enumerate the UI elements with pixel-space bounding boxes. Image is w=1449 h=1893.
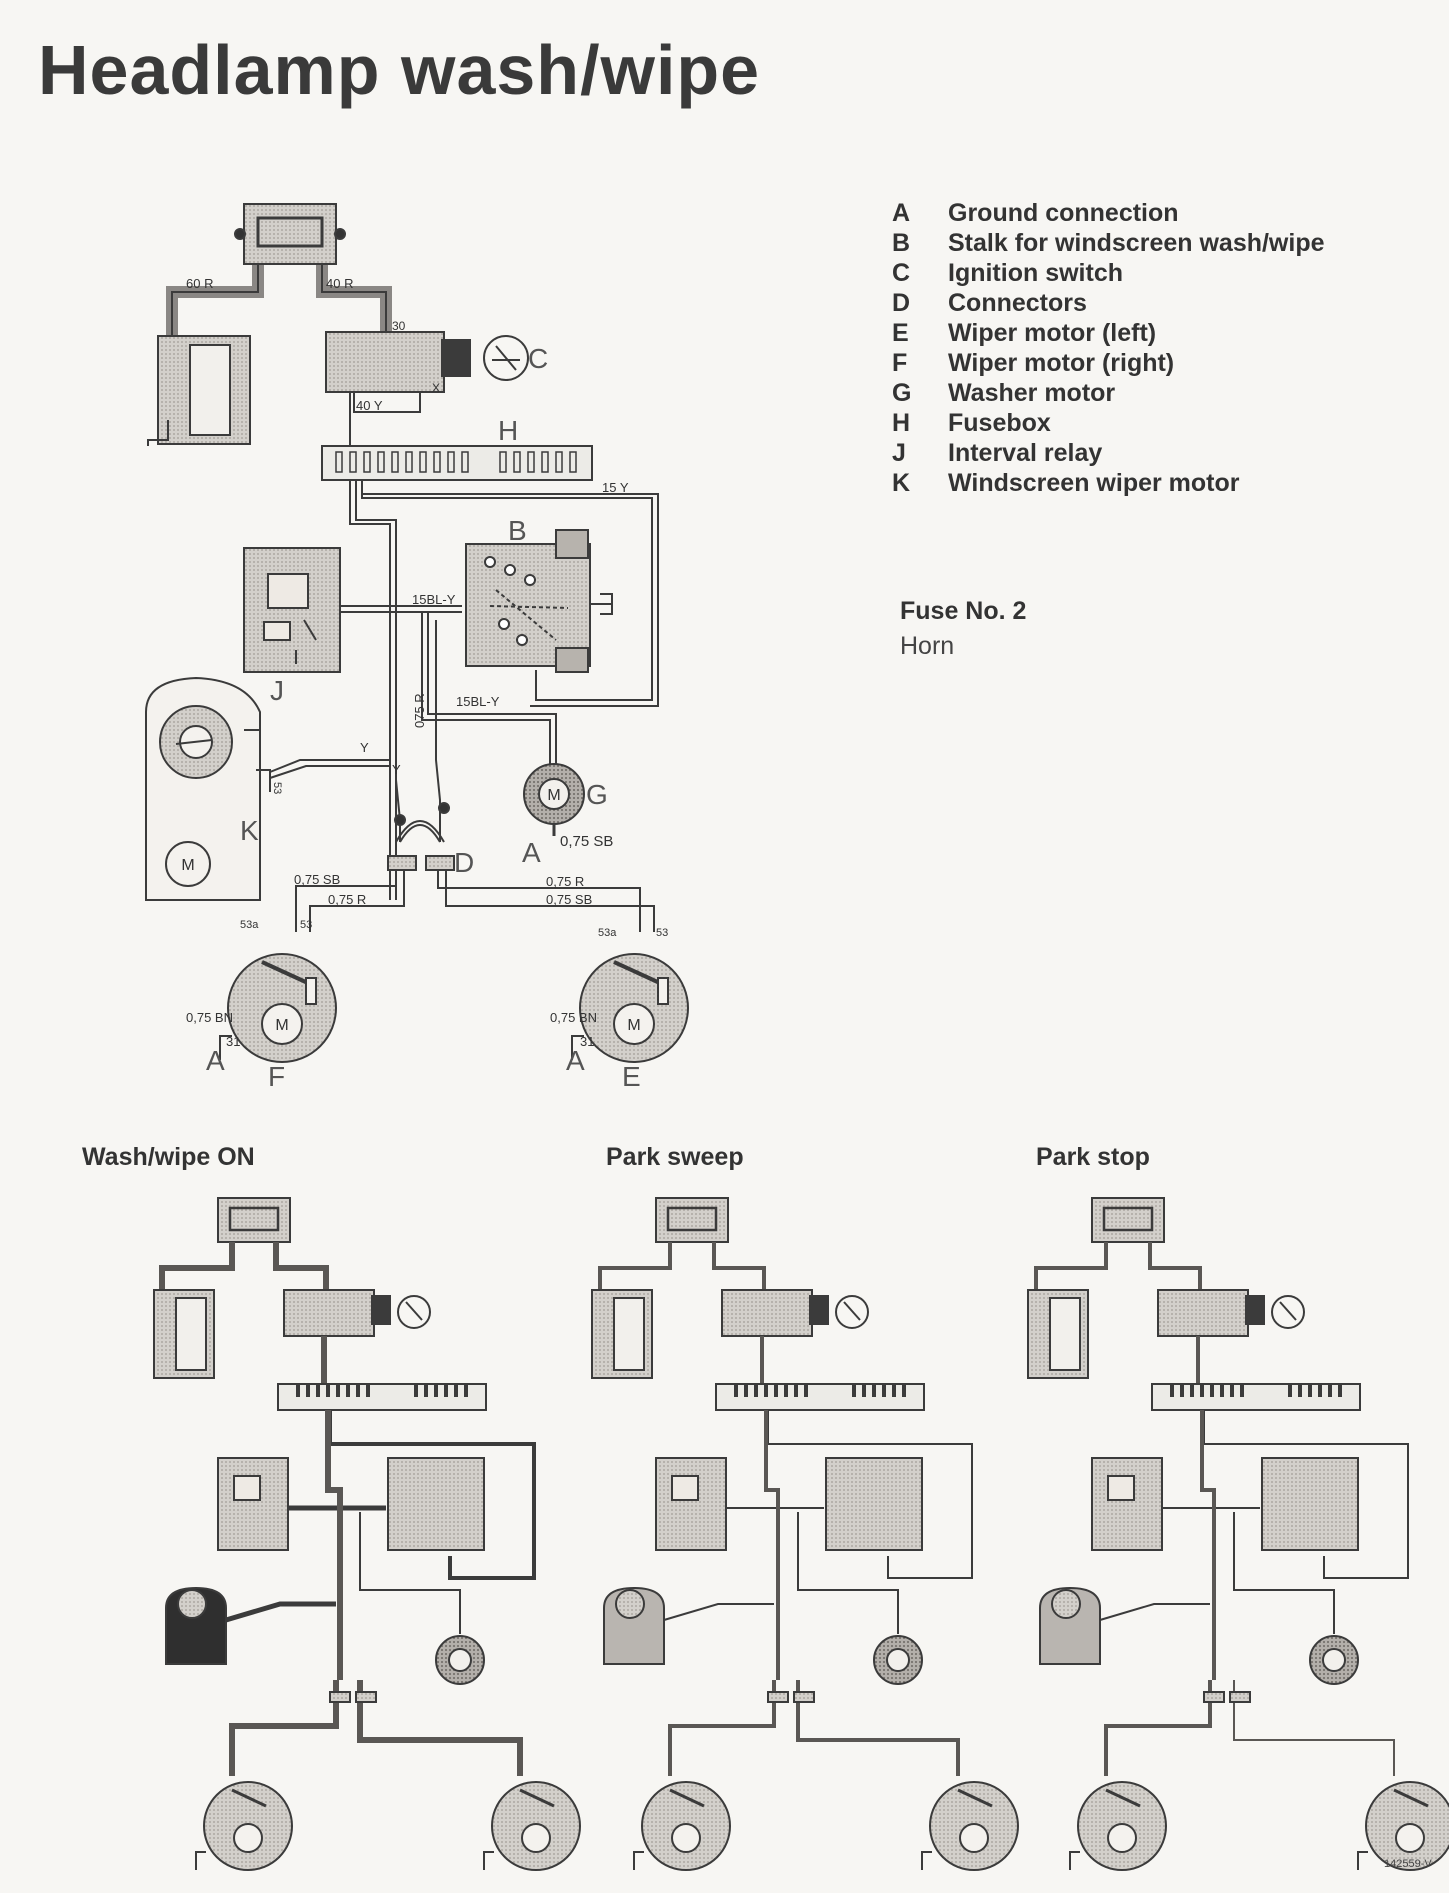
ignition-switch: [325, 331, 445, 393]
legend-label: Fusebox: [948, 408, 1051, 437]
legend-label: Stalk for windscreen wash/wipe: [948, 228, 1325, 257]
terminal-31-f: 31: [226, 1034, 240, 1049]
legend-item-b: B Stalk for windscreen wash/wipe: [892, 228, 1325, 258]
wire-40y-label: 40 Y: [356, 398, 383, 413]
label-J: J: [270, 675, 284, 706]
windscreen-wiper-motor: [145, 676, 271, 901]
wire-15y-label: 15 Y: [602, 480, 629, 495]
fuse-number: Fuse No. 2: [900, 597, 1027, 625]
fusebox: [321, 445, 593, 481]
terminal-53-k: 53: [271, 782, 283, 794]
motor-label-g: M: [547, 787, 560, 804]
wire-075bn-e-label: 0,75 BN: [550, 1010, 597, 1025]
legend-item-h: H Fusebox: [892, 408, 1325, 438]
motor-label-e: M: [627, 1017, 640, 1034]
terminal-30: 30: [392, 319, 406, 333]
terminal-53-f: 53: [300, 919, 312, 931]
legend-item-g: G Washer motor: [892, 378, 1325, 408]
terminal-x: X: [432, 381, 440, 395]
terminal-53-e: 53: [656, 927, 668, 939]
wire-60r-label: 60 R: [186, 276, 213, 291]
legend-key: H: [892, 408, 911, 437]
legend-label: Wiper motor (left): [948, 318, 1157, 347]
legend-key: G: [892, 378, 912, 407]
fuse-note: Fuse No. 2 Horn: [900, 597, 1026, 661]
figure-ref: 142559-V: [1384, 1858, 1432, 1870]
legend-label: Ground connection: [948, 198, 1179, 227]
main-labels: 60 R 40 R 40 Y 15 Y 15BL-Y 15BL-Y 075 R …: [181, 276, 668, 1092]
label-E: E: [622, 1061, 641, 1092]
legend-item-f: F Wiper motor (right): [892, 348, 1325, 378]
state-diagram-park-stop: [1027, 1197, 1449, 1871]
terminal-53a-e: 53a: [598, 927, 617, 939]
legend-key: C: [892, 258, 911, 287]
legend-item-j: J Interval relay: [892, 438, 1325, 468]
connector-d2: [425, 855, 455, 871]
wire-075sb-l-label: 0,75 SB: [294, 872, 340, 887]
label-A-3: A: [566, 1045, 585, 1076]
legend-label: Windscreen wiper motor: [948, 468, 1240, 497]
wire-075sb-g-label: 0,75 SB: [560, 833, 613, 850]
legend-item-k: K Windscreen wiper motor: [892, 468, 1325, 498]
wire-075bn-f-label: 0,75 BN: [186, 1010, 233, 1025]
legend-label: Washer motor: [948, 378, 1116, 407]
legend-item-c: C Ignition switch: [892, 258, 1325, 288]
label-F: F: [268, 1061, 285, 1092]
legend-key: K: [892, 468, 911, 497]
wiper-motor-right: [219, 953, 337, 1063]
label-A-1: A: [522, 837, 541, 868]
state-title-park-stop: Park stop: [1036, 1143, 1150, 1171]
wire-075r-label: 075 R: [412, 693, 427, 728]
wire-y-label-b: Y: [392, 762, 401, 777]
label-D: D: [454, 847, 474, 878]
legend-key: F: [892, 348, 908, 377]
state-diagram-wash-wipe-on: [153, 1197, 581, 1871]
wiper-motor-left: [571, 953, 689, 1063]
connector-d1: [387, 855, 417, 871]
battery: [147, 335, 251, 446]
label-A-2: A: [206, 1045, 225, 1076]
state-title-wash-wipe-on: Wash/wipe ON: [82, 1143, 255, 1171]
terminal-31-e: 31: [580, 1034, 594, 1049]
wire-y-label-a: Y: [360, 740, 369, 755]
fuse-use: Horn: [900, 632, 955, 660]
legend-key: A: [892, 198, 911, 227]
legend-item-e: E Wiper motor (left): [892, 318, 1325, 348]
legend-key: B: [892, 228, 911, 257]
page-title: Headlamp wash/wipe: [38, 31, 761, 109]
motor-label-f: M: [275, 1017, 288, 1034]
wire-15bly-label-a: 15BL-Y: [412, 592, 456, 607]
main-diagram: [145, 203, 689, 1063]
label-K: K: [240, 815, 259, 846]
legend-key: J: [892, 438, 906, 467]
legend-item-a: A Ground connection: [892, 198, 1325, 228]
legend-key: E: [892, 318, 909, 347]
wire-075sb-r-label: 0,75 SB: [546, 892, 592, 907]
legend-label: Interval relay: [948, 438, 1103, 467]
interval-relay: [243, 547, 341, 673]
label-B: B: [508, 515, 527, 546]
label-G: G: [586, 779, 608, 810]
wire-075r-l-label: 0,75 R: [328, 892, 366, 907]
wire-075r-r-label: 0,75 R: [546, 874, 584, 889]
legend-label: Connectors: [948, 288, 1087, 317]
legend-item-d: D Connectors: [892, 288, 1325, 318]
label-H: H: [498, 415, 518, 446]
wire-15bly-label-b: 15BL-Y: [456, 694, 500, 709]
motor-label-k: M: [181, 857, 194, 874]
fuses: [335, 451, 577, 473]
terminal-53a-f: 53a: [240, 919, 259, 931]
state-diagram-park-sweep: [591, 1197, 1019, 1871]
label-C: C: [528, 343, 548, 374]
legend-label: Ignition switch: [948, 258, 1123, 287]
wire-40r-label: 40 R: [326, 276, 353, 291]
state-title-park-sweep: Park sweep: [606, 1143, 744, 1171]
legend-key: D: [892, 288, 911, 317]
legend-label: Wiper motor (right): [948, 348, 1175, 377]
